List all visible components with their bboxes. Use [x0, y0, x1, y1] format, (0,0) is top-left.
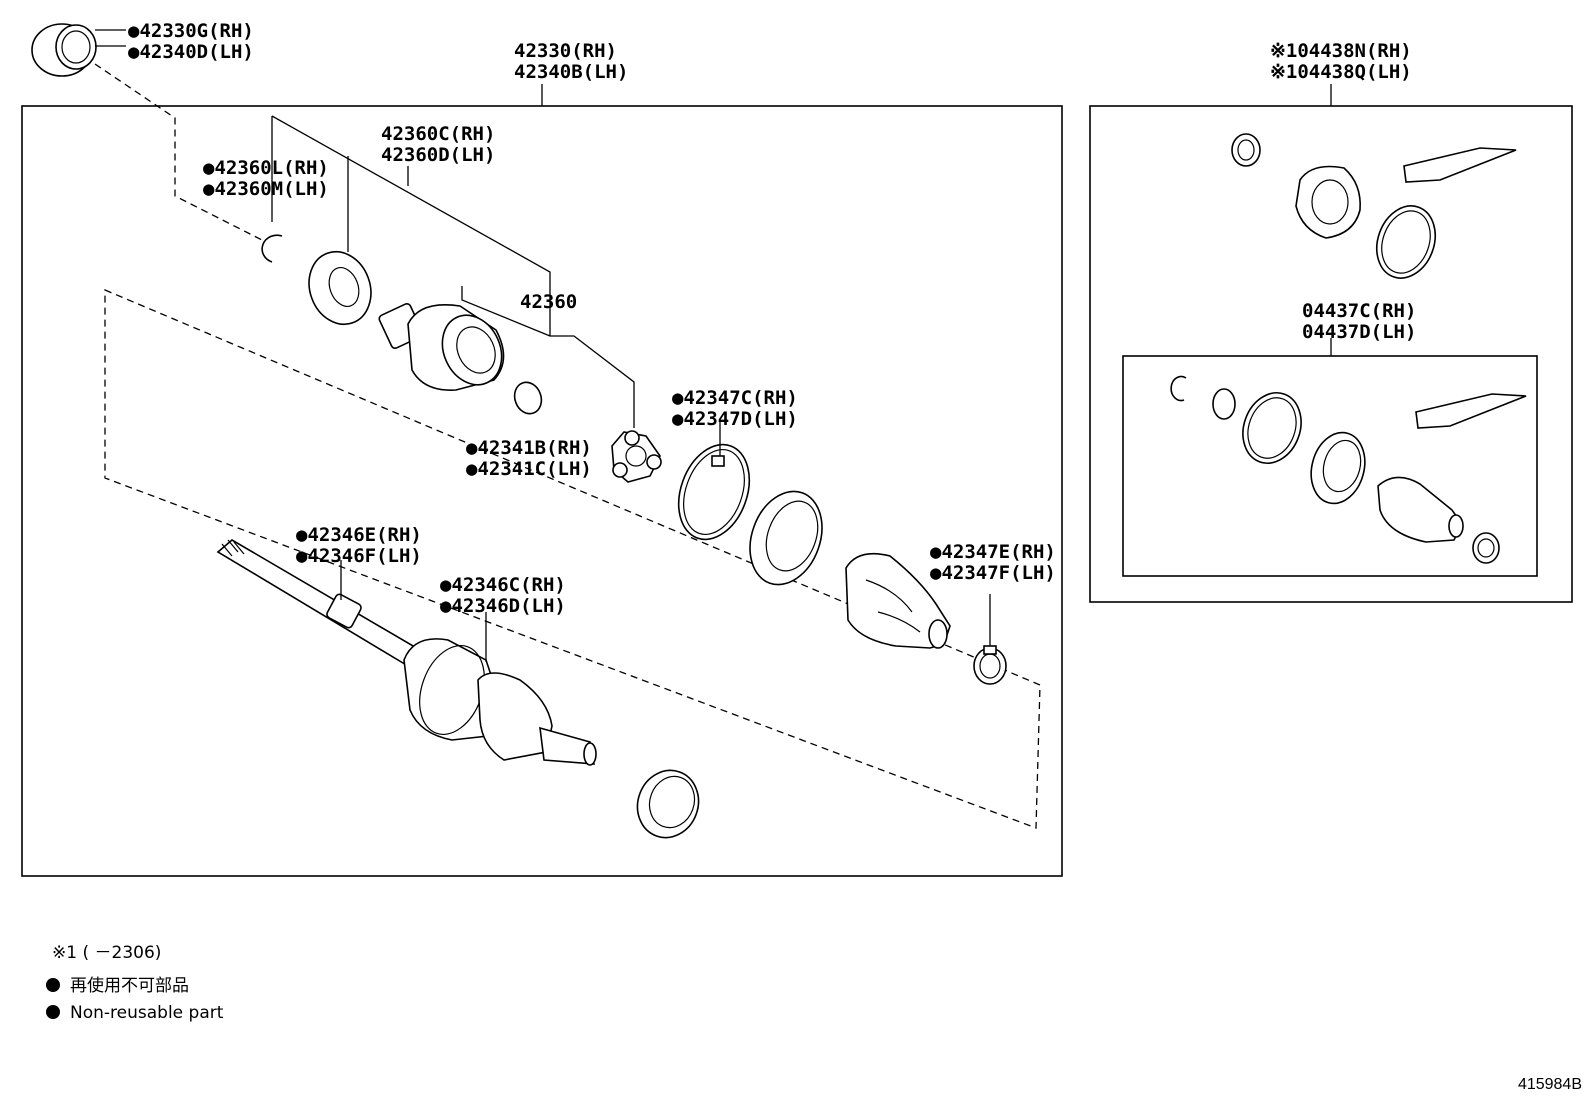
- label-boot-kit-b-rh: 04437C(RH): [1302, 300, 1416, 322]
- label-damper-rh: ●42346E(RH): [296, 524, 422, 546]
- small-clamp-part: [973, 594, 1007, 685]
- clip-ring-part: [513, 381, 543, 415]
- kit-b-clip-part: [1212, 388, 1236, 420]
- kit-a-large-clamp-part: [1376, 205, 1436, 279]
- label-shaft-assy-lh: 42340B(LH): [514, 61, 628, 83]
- label-damper-lh: ●42346F(LH): [296, 545, 422, 567]
- footnote-production-range: ※1 ( －2306): [52, 943, 161, 963]
- label-boot-kit-a-lh: ※104438Q(LH): [1270, 61, 1412, 83]
- label-clamp-large-lh: ●42347D(LH): [672, 408, 798, 430]
- kit-a-small-clamp-part: [1231, 133, 1261, 167]
- kit-b-small-clamp-part: [1472, 532, 1500, 564]
- label-tulip: 42360: [520, 291, 577, 313]
- label-outboard-boot-lh: ●42346D(LH): [440, 595, 566, 617]
- shaft-group-outline: [104, 289, 1041, 829]
- label-bearing-rh: ●42330G(RH): [128, 20, 254, 42]
- label-clamp-small-rh: ●42347E(RH): [930, 541, 1056, 563]
- kit-b-large-clamp-part: [1242, 392, 1302, 464]
- kit-b-boot-part: [1377, 476, 1464, 543]
- label-clamp-large-rh: ●42347C(RH): [672, 387, 798, 409]
- label-bearing-lh: ●42340D(LH): [128, 41, 254, 63]
- label-clip-lh: ●42341C(LH): [466, 458, 592, 480]
- bearing-part: [31, 23, 126, 77]
- bullet-icon: [46, 1005, 60, 1019]
- label-boot-kit-a-rh: ※104438N(RH): [1270, 40, 1412, 62]
- inboard-boot-part: [845, 552, 951, 649]
- label-inboard-joint-rh: 42360C(RH): [381, 123, 495, 145]
- label-boot-kit-b-lh: 04437D(LH): [1302, 321, 1416, 343]
- boot-adapter-part: [749, 490, 823, 586]
- legend-nonreusable-ja: 再使用不可部品: [70, 975, 189, 996]
- label-clamp-small-lh: ●42347F(LH): [930, 562, 1056, 584]
- legend-nonreusable-en: Non-reusable part: [70, 1003, 224, 1023]
- kit-b-adapter-part: [1310, 431, 1366, 505]
- label-outboard-boot-rh: ●42346C(RH): [440, 574, 566, 596]
- label-snap-ring-rh: ●42360L(RH): [203, 157, 329, 179]
- kit-b-snap-ring-part: [1170, 375, 1187, 402]
- washer-part: [308, 250, 372, 326]
- kit-b-grease-part: [1415, 393, 1527, 429]
- snap-ring-part: [261, 234, 283, 263]
- bearing-ring-part: [636, 769, 700, 839]
- boot-kit-b-frame: [1122, 355, 1538, 577]
- kit-a-boot-part: [1295, 165, 1361, 239]
- kit-a-grease-part: [1403, 147, 1517, 183]
- main-assembly-frame: [21, 105, 1063, 877]
- label-snap-ring-lh: ●42360M(LH): [203, 178, 329, 200]
- bullet-icon: [46, 978, 60, 992]
- tulip-housing-part: [378, 303, 505, 391]
- label-inboard-joint-lh: 42360D(LH): [381, 144, 495, 166]
- outboard-joint-part: [403, 612, 597, 766]
- label-shaft-assy-rh: 42330(RH): [514, 40, 617, 62]
- figure-code: 415984B: [1518, 1076, 1582, 1093]
- tripod-part: [611, 430, 662, 483]
- large-clamp-part: [677, 420, 751, 541]
- label-clip-rh: ●42341B(RH): [466, 437, 592, 459]
